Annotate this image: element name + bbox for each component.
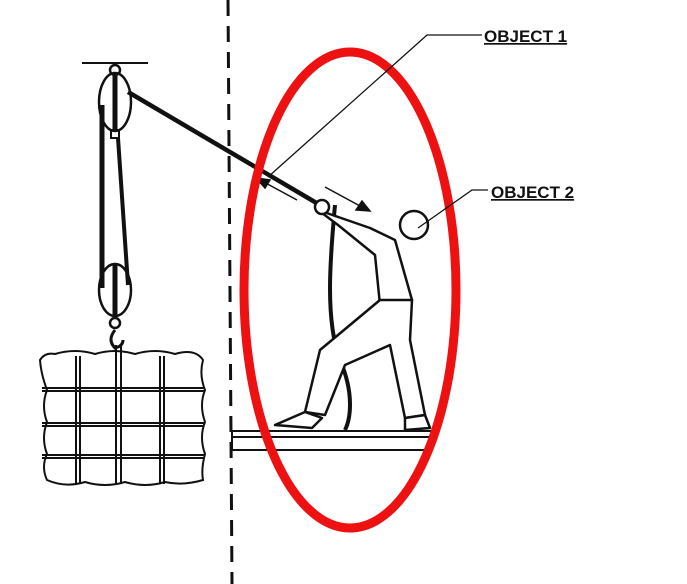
pulley-link xyxy=(110,129,120,139)
worker-hands xyxy=(313,198,331,216)
rope-right xyxy=(116,137,130,286)
object1-leader-line xyxy=(267,34,482,178)
force-arrows xyxy=(254,176,372,212)
worker-left-boot xyxy=(273,410,324,430)
object1-label: OBJECT 1 xyxy=(484,27,567,46)
pull-rope xyxy=(126,90,327,210)
bale-outline xyxy=(38,350,207,486)
worker-legs xyxy=(303,298,427,420)
highlight-ellipse xyxy=(239,47,461,533)
worker-head xyxy=(398,209,430,241)
dashed-boundary-line xyxy=(226,0,234,584)
bale-load xyxy=(38,345,207,486)
worker-right-boot xyxy=(403,413,432,432)
pulley-system xyxy=(82,62,148,350)
object2-label: OBJECT 2 xyxy=(491,183,574,202)
arrow-right-icon xyxy=(324,186,361,207)
worker-figure xyxy=(273,198,432,432)
object2-leader-line xyxy=(417,189,488,229)
load-link xyxy=(108,316,122,330)
